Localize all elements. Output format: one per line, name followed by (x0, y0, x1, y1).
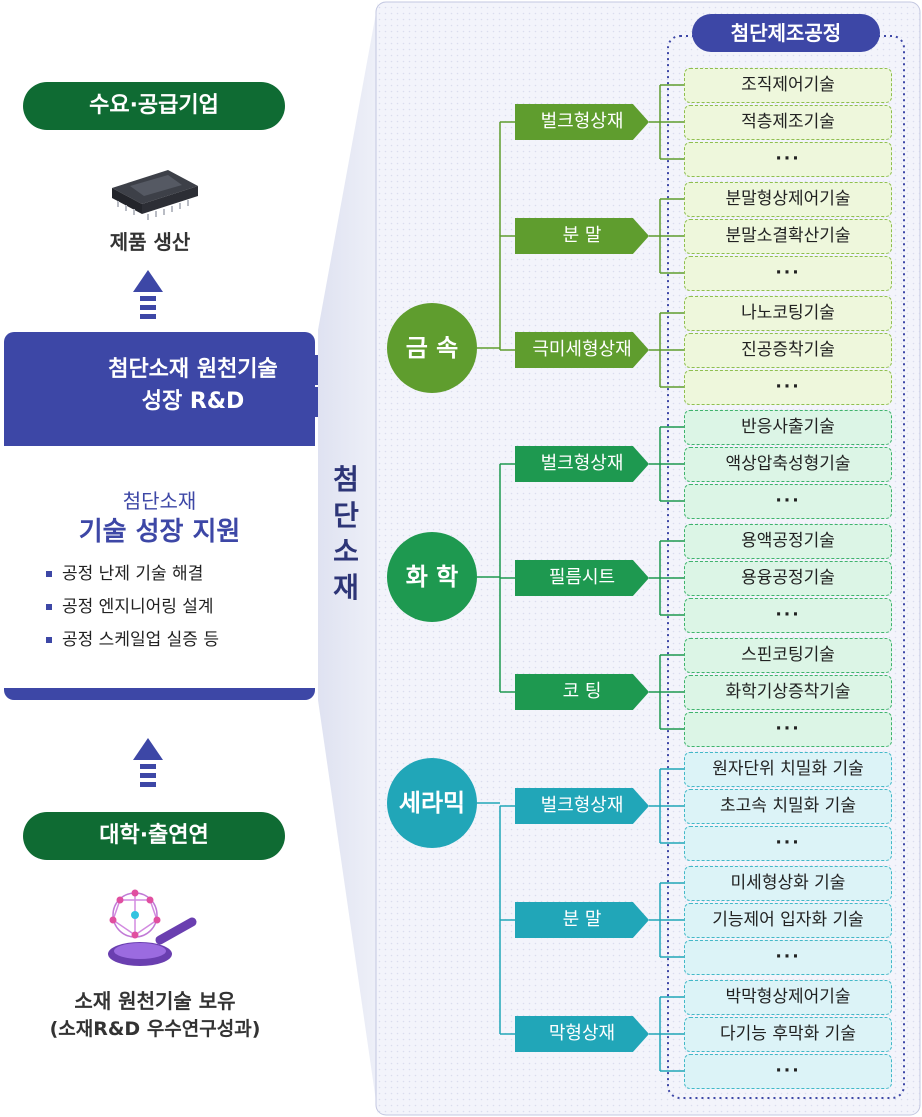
tech-item: 적층제조기술 (684, 105, 892, 140)
material-circle: 화 학 (387, 532, 477, 622)
tech-item: 나노코팅기술 (684, 296, 892, 331)
sub-material-tag: 극미세형상재 (515, 332, 649, 368)
tech-ellipsis: ··· (684, 712, 892, 747)
tech-ellipsis: ··· (684, 256, 892, 291)
holding-line2: (소재R&D 우수연구성과) (49, 1018, 261, 1040)
university-pill: 대학·출연연 (23, 812, 285, 860)
tech-ellipsis: ··· (684, 598, 892, 633)
vertical-char: 단 (333, 499, 359, 532)
material-circle: 세라믹 (387, 758, 477, 848)
sub-material-tag: 벌크형상재 (515, 446, 649, 482)
tech-item: 용액공정기술 (684, 524, 892, 559)
sub-material-tag: 필름시트 (515, 560, 649, 596)
sub-material-tag: 분 말 (515, 218, 649, 254)
tech-item: 용융공정기술 (684, 561, 892, 596)
tech-item: 원자단위 치밀화 기술 (684, 752, 892, 787)
vertical-label: 첨 단 소 재 (326, 462, 366, 606)
tech-item: 기능제어 입자화 기술 (684, 903, 892, 938)
tech-item: 분말소결확산기술 (684, 219, 892, 254)
sub-material-tag: 벌크형상재 (515, 104, 649, 140)
fan-connector (318, 2, 378, 1115)
support-line2: 기술 성장 지원 (78, 517, 241, 547)
sub-material-tag: 분 말 (515, 902, 649, 938)
tech-item: 스핀코팅기술 (684, 638, 892, 673)
product-production-caption: 제품 생산 (109, 230, 191, 254)
tech-item: 반응사출기술 (684, 410, 892, 445)
tech-item: 액상압축성형기술 (684, 447, 892, 482)
tech-ellipsis: ··· (684, 826, 892, 861)
demand-supply-pill: 수요·공급기업 (23, 82, 285, 130)
tech-item: 박막형상제어기술 (684, 980, 892, 1015)
tech-ellipsis: ··· (684, 484, 892, 519)
chip-icon (112, 170, 198, 220)
tech-ellipsis: ··· (684, 1054, 892, 1089)
tech-item: 화학기상증착기술 (684, 675, 892, 710)
bullet-item: 공정 난제 기술 해결 (46, 558, 315, 591)
support-bullets: 공정 난제 기술 해결 공정 엔지니어링 설계 공정 스케일업 실증 등 (46, 558, 315, 657)
tech-item: 분말형상제어기술 (684, 182, 892, 217)
up-arrow-top (133, 270, 163, 319)
support-box: 첨단소재 기술 성장 지원 공정 난제 기술 해결 공정 엔지니어링 설계 공정… (4, 446, 315, 688)
sub-material-tag: 벌크형상재 (515, 788, 649, 824)
process-title: 첨단제조공정 (692, 14, 880, 52)
tech-item: 초고속 치밀화 기술 (684, 789, 892, 824)
vertical-char: 재 (333, 571, 359, 604)
process-container (667, 35, 905, 1099)
tech-item: 진공증착기술 (684, 333, 892, 368)
sub-material-tag: 코 팅 (515, 674, 649, 710)
holding-line1: 소재 원천기술 보유 (74, 989, 236, 1013)
bullet-item: 공정 스케일업 실증 등 (46, 624, 315, 657)
tech-ellipsis: ··· (684, 370, 892, 405)
tech-item: 조직제어기술 (684, 68, 892, 103)
vertical-char: 첨 (333, 463, 359, 496)
molecule-magnifier-icon (108, 889, 197, 966)
sub-material-tag: 막형상재 (515, 1016, 649, 1052)
tech-item: 미세형상화 기술 (684, 866, 892, 901)
tech-ellipsis: ··· (684, 940, 892, 975)
up-arrow-bottom (133, 738, 163, 787)
support-line1: 첨단소재 (122, 489, 197, 513)
tech-ellipsis: ··· (684, 142, 892, 177)
vertical-char: 소 (333, 535, 359, 568)
tech-item: 다기능 후막화 기술 (684, 1017, 892, 1052)
rd-title-line1: 첨단소재 원천기술 (68, 355, 318, 385)
bullet-item: 공정 엔지니어링 설계 (46, 591, 315, 624)
material-circle: 금 속 (387, 303, 477, 393)
rd-title-line2: 성장 R&D (68, 387, 318, 417)
